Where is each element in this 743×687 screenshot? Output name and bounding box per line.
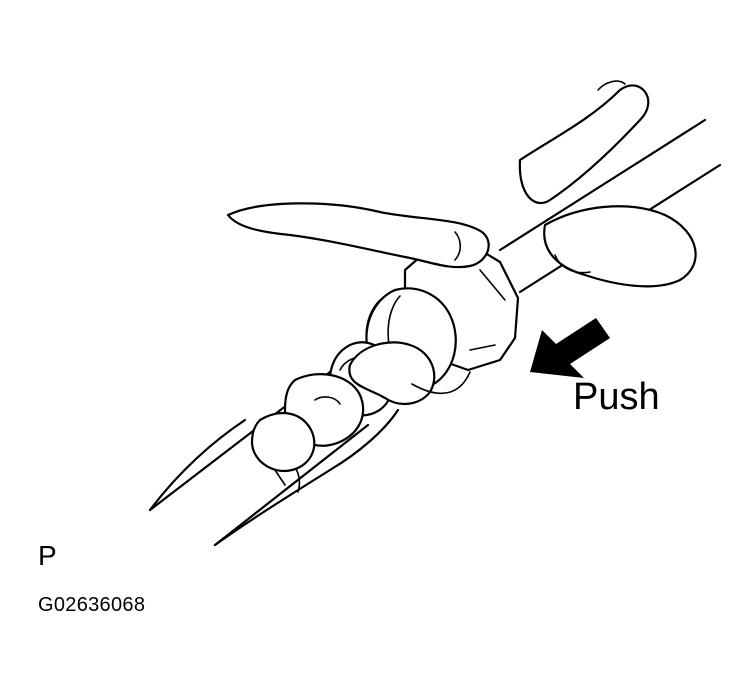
view-letter: P bbox=[38, 540, 57, 571]
left-hand bbox=[148, 341, 471, 547]
figure-code: G02636068 bbox=[38, 594, 146, 616]
push-label: Push bbox=[573, 376, 660, 418]
right-hand bbox=[226, 80, 697, 288]
push-arrow-icon bbox=[530, 318, 610, 378]
